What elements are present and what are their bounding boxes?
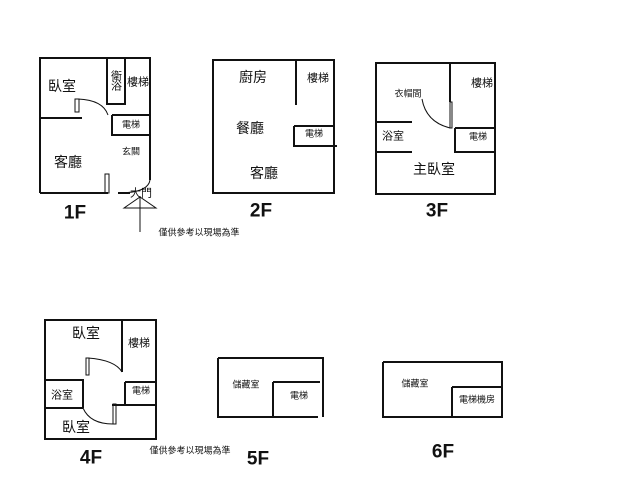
room-label-stairs: 樓梯 [127, 75, 149, 89]
room-label-stairs: 樓梯 [471, 76, 493, 90]
room-label-elevator: 電梯 [131, 386, 151, 397]
plan-2f-walls [212, 59, 337, 194]
room-label-bath: 浴室 [51, 388, 73, 402]
floor-label-3f: 3F [425, 200, 449, 222]
floor-label-5f: 5F [246, 448, 270, 470]
room-label-dining: 餐廳 [236, 121, 264, 137]
room-label-closet: 衣帽間 [394, 89, 422, 100]
room-label-stairs: 樓梯 [128, 336, 150, 350]
floor-label-1f: 1F [63, 202, 87, 224]
plan-3f-walls [375, 62, 496, 195]
room-label-bedroom: 臥室 [48, 79, 76, 95]
room-label-living: 客廳 [250, 166, 278, 182]
room-label-elevator: 電梯 [121, 120, 141, 131]
main-door-label: 大門 [130, 186, 152, 200]
room-label-foyer: 玄關 [121, 147, 141, 158]
room-label-storage: 儲藏室 [401, 379, 429, 390]
room-label-bath: 浴室 [382, 129, 404, 143]
plan-1f-walls [39, 57, 158, 232]
room-label-storage: 儲藏室 [232, 380, 260, 391]
plan-5f-walls [217, 357, 324, 418]
floor-label-2f: 2F [249, 200, 273, 222]
room-label-bedroom-2: 臥室 [62, 420, 90, 436]
floor-label-6f: 6F [431, 441, 455, 463]
room-label-elevator: 電梯 [304, 129, 324, 140]
room-label-bath: 衛浴 [109, 70, 123, 90]
disclaimer-note: 僅供參考以現場為準 [149, 446, 231, 457]
room-label-elevator: 電梯 [289, 391, 309, 402]
room-label-stairs: 樓梯 [307, 71, 329, 85]
room-label-kitchen: 廚房 [239, 70, 267, 86]
floor-label-4f: 4F [79, 447, 103, 469]
room-label-bedroom-1: 臥室 [72, 326, 100, 342]
plan-4f-walls [44, 319, 157, 440]
room-label-living: 客廳 [54, 155, 82, 171]
disclaimer-note: 僅供參考以現場為準 [158, 228, 240, 239]
room-label-elevator: 電梯 [468, 132, 488, 143]
plan-6f-walls [382, 361, 503, 418]
room-label-master-bedroom: 主臥室 [413, 162, 455, 178]
room-label-elevator-machine-room: 電梯機房 [458, 395, 496, 406]
